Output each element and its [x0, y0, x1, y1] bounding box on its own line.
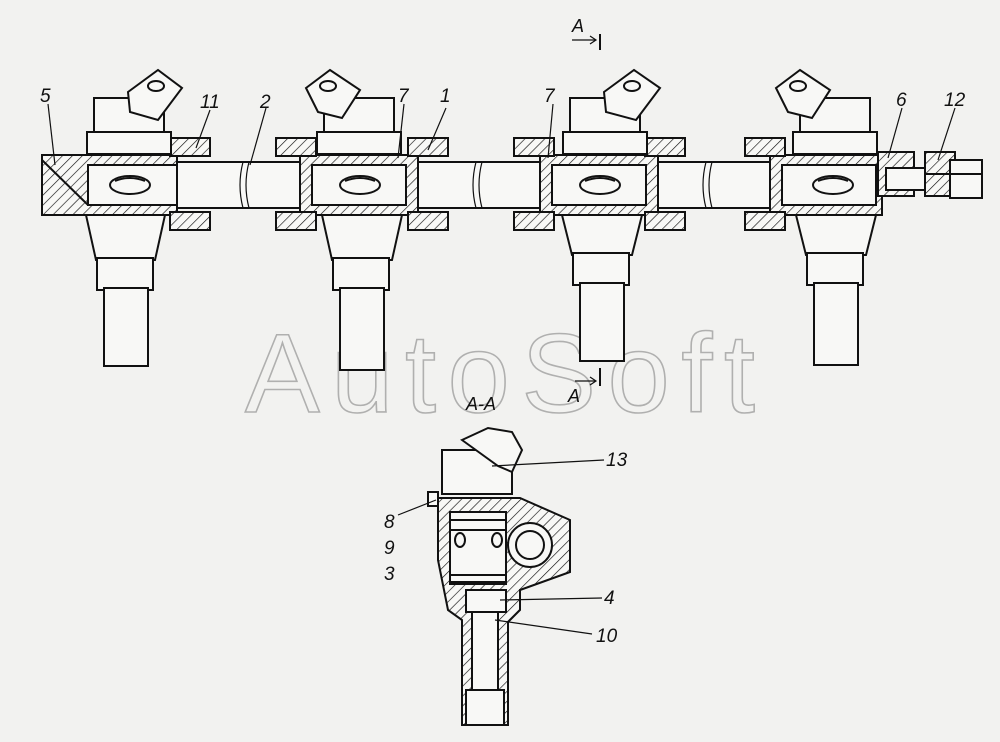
injector-head-3: [560, 68, 662, 362]
part-label-7a: 7: [398, 86, 410, 107]
part-label-4: 4: [604, 588, 615, 609]
part-label-1: 1: [440, 86, 451, 107]
section-marker-bottom: [575, 368, 601, 386]
injector-head-1: [84, 68, 184, 367]
part-label-9: 9: [384, 538, 395, 559]
injector-body-2: [299, 154, 419, 216]
part-label-8: 8: [384, 512, 395, 533]
clamp-nuts: [169, 137, 786, 231]
part-label-12: 12: [944, 90, 966, 111]
section-view-a-a: [427, 426, 571, 726]
fuel-rail: [41, 68, 983, 371]
connecting-pipes: [174, 161, 781, 209]
injector-body-4: [769, 154, 883, 216]
leader-lines: [47, 103, 956, 635]
part-label-10: 10: [596, 626, 618, 647]
part-label-11: 11: [200, 92, 220, 113]
part-label-7b: 7: [544, 86, 556, 107]
part-label-3: 3: [384, 564, 395, 585]
watermark: AutoSoft: [245, 311, 755, 436]
part-label-6: 6: [896, 90, 907, 111]
part-label-2: 2: [259, 92, 271, 113]
injector-head-2: [304, 68, 404, 371]
section-view-title: A-A: [465, 394, 496, 414]
part-label-5: 5: [40, 86, 51, 107]
section-label-top: A: [571, 16, 584, 36]
injector-body-3: [539, 154, 659, 216]
outlet-fitting: [877, 151, 983, 199]
injector-head-4: [774, 68, 878, 366]
section-label-bottom: A: [567, 386, 580, 406]
injector-body-1: [41, 154, 178, 216]
section-marker-top: [572, 34, 601, 50]
part-label-13: 13: [606, 450, 628, 471]
